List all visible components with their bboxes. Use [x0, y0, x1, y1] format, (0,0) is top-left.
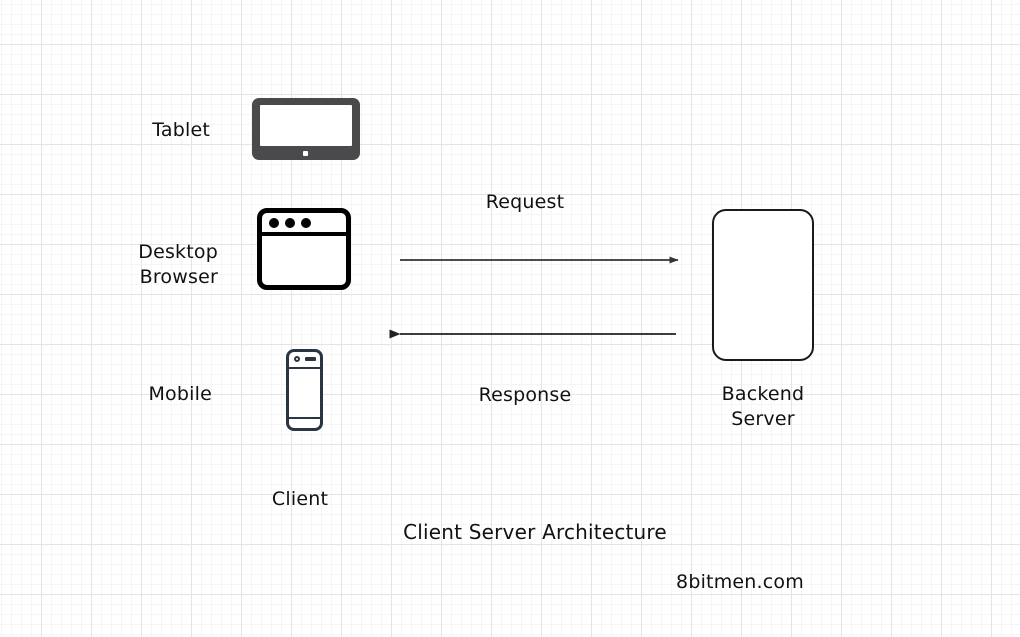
browser-dot-icon	[301, 218, 311, 228]
mobile-speaker-icon	[305, 357, 316, 361]
backend-server-label-line1: Backend	[721, 383, 805, 405]
diagram-title: Client Server Architecture	[403, 520, 667, 544]
tablet-icon	[252, 98, 360, 160]
browser-dot-icon	[285, 218, 295, 228]
mobile-camera-icon	[294, 356, 300, 362]
desktop-browser-label-line2: Browser	[139, 266, 218, 288]
mobile-phone-icon	[286, 349, 323, 431]
mobile-screen-bottom-divider	[289, 417, 320, 419]
browser-window-icon	[257, 208, 351, 290]
response-label: Response	[478, 384, 572, 406]
server-box-icon	[712, 209, 814, 361]
request-label: Request	[485, 191, 565, 213]
browser-titlebar	[262, 213, 346, 236]
browser-dot-icon	[269, 218, 279, 228]
tablet-label: Tablet	[152, 119, 210, 141]
backend-server-label-line2: Server	[731, 408, 795, 430]
tablet-home-button-icon	[303, 151, 308, 156]
watermark: 8bitmen.com	[676, 571, 804, 593]
client-group-label: Client	[271, 488, 329, 510]
tablet-screen	[260, 105, 352, 146]
mobile-screen-top-divider	[289, 367, 320, 369]
desktop-browser-label-line1: Desktop	[138, 241, 218, 263]
mobile-label: Mobile	[148, 383, 212, 405]
